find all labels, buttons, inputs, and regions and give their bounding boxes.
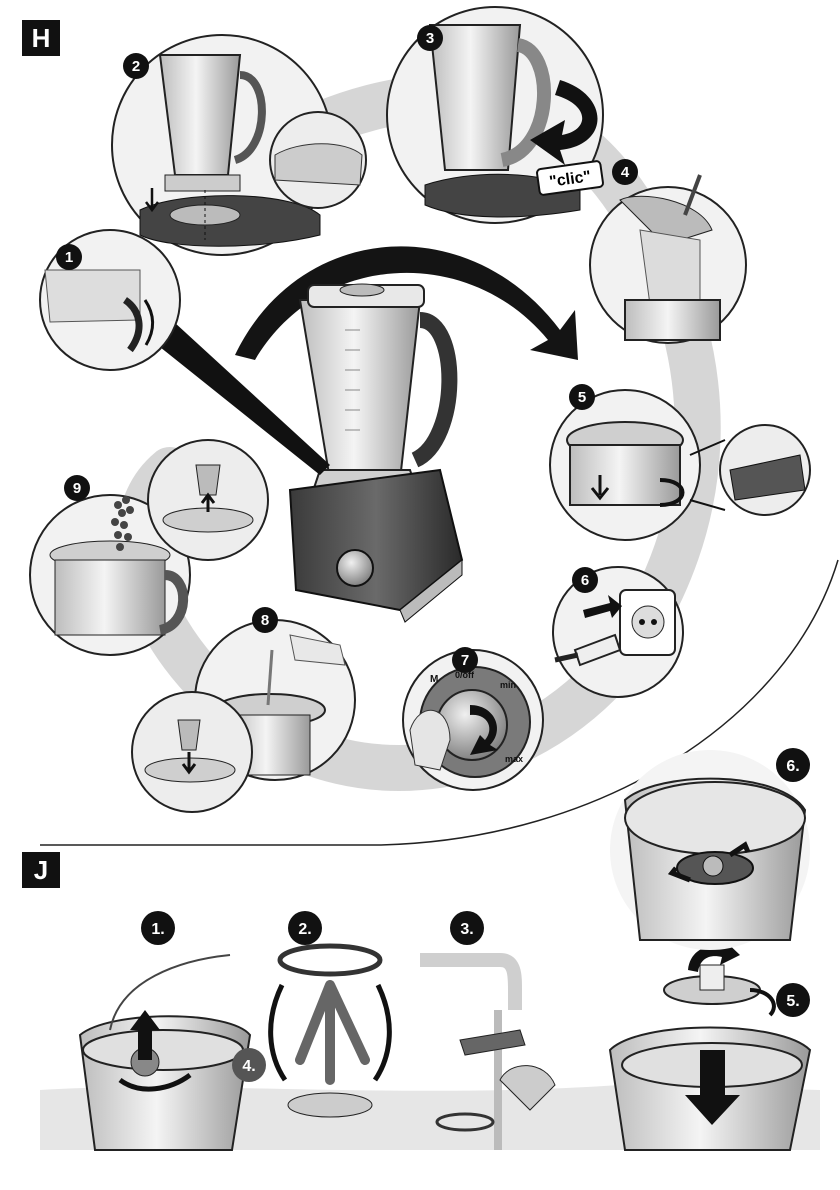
clic-text: "clic" [548, 168, 592, 191]
step-number: 3. [460, 921, 473, 938]
step-number: 5 [578, 389, 586, 406]
dial-label-max: max [505, 754, 523, 764]
step-number: 1 [65, 249, 73, 266]
step3-illustration: "clic" [386, 6, 604, 224]
step-number: 5. [786, 993, 799, 1010]
step-badge-2: 2 [123, 53, 149, 79]
step4-illustration [589, 174, 747, 344]
step6-illustration [552, 566, 684, 698]
step-badge-4: 4 [612, 159, 638, 185]
step-badge-5: 5 [569, 384, 595, 410]
step1-pointer [120, 300, 330, 475]
step-badge-7: 7 [452, 647, 478, 673]
step9-illustration [29, 439, 269, 656]
step-number: 4 [621, 164, 630, 181]
step8-illustration [131, 619, 356, 813]
dial-label-m: M [430, 674, 438, 685]
step-badge-8: 8 [252, 607, 278, 633]
j-step1-illustration [78, 954, 252, 1151]
step-number: 1. [151, 921, 164, 938]
clic-label: "clic" [536, 160, 604, 196]
step-badge-1: 1 [56, 244, 82, 270]
step-number: 9 [73, 480, 81, 497]
step-number: 2. [298, 921, 311, 938]
j-step3-illustration [420, 953, 556, 1150]
step-number: 2 [132, 58, 140, 75]
step2-illustration [111, 34, 367, 256]
step-number: 6 [581, 572, 589, 589]
section-label-j: J [22, 852, 60, 888]
step5-illustration [549, 389, 811, 541]
j-step5-illustration [608, 938, 812, 1151]
step-badge-6: 6 [572, 567, 598, 593]
big-curved-arrow [235, 246, 578, 360]
j-step-badge-4: 4. [232, 1048, 266, 1082]
j-step-badge-6: 6. [776, 748, 810, 782]
step-number: 6. [786, 758, 799, 775]
j-step6-illustration [610, 750, 810, 950]
step-number: 4. [242, 1058, 255, 1075]
step-number: 8 [261, 612, 269, 629]
j-step-badge-2: 2. [288, 911, 322, 945]
j-step2-illustration [268, 943, 392, 1118]
section-label-h: H [22, 20, 60, 56]
step-number: 3 [426, 30, 434, 47]
j-step-badge-3: 3. [450, 911, 484, 945]
j-step-badge-1: 1. [141, 911, 175, 945]
step-number: 7 [461, 652, 469, 669]
step-badge-9: 9 [64, 475, 90, 501]
step-badge-3: 3 [417, 25, 443, 51]
rotate-arrow-icon [530, 80, 598, 165]
central-blender [288, 283, 464, 623]
dial-label-off: 0/off [455, 670, 475, 680]
insert-arrow-icon [583, 595, 622, 618]
j-step-badge-5: 5. [776, 983, 810, 1017]
dial-label-min: min [500, 680, 516, 690]
